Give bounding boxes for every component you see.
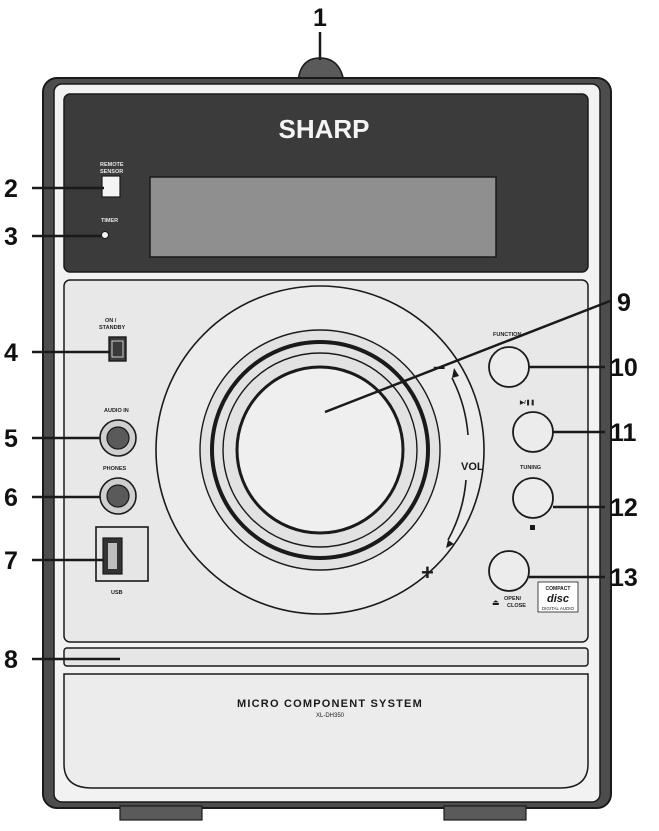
open-close-label-2: CLOSE [507, 603, 526, 609]
power-button[interactable] [108, 336, 127, 362]
volume-ring-4 [222, 352, 418, 548]
callout-2: 2 [4, 175, 18, 203]
cd-logo-text-3: DIGITAL AUDIO [542, 606, 575, 611]
remote-sensor-label-1: REMOTE [100, 162, 124, 168]
timer-indicator [101, 231, 109, 239]
usb-port-inner [108, 543, 117, 569]
vol-arrow-down [447, 479, 467, 541]
vol-plus-sign: + [421, 560, 434, 585]
open-close-button[interactable] [488, 550, 530, 592]
brand-logo: SHARP [278, 114, 369, 144]
audio-in-socket [106, 426, 130, 450]
callout-8: 8 [4, 646, 18, 674]
phones-label: PHONES [103, 466, 127, 472]
model-number-label: XL-DH350 [316, 713, 345, 719]
callout-7: 7 [4, 547, 18, 575]
callout-1: 1 [313, 4, 327, 32]
callout-10: 10 [610, 354, 638, 382]
disc-slot[interactable] [63, 647, 589, 667]
foot-right [443, 805, 527, 821]
audio-in-label: AUDIO IN [104, 408, 129, 414]
remote-sensor-window [101, 175, 121, 198]
timer-label: TIMER [101, 218, 118, 224]
tuning-button[interactable] [512, 477, 554, 519]
cd-logo-text-2: disc [547, 593, 569, 605]
play-pause-label: ▶/❚❚ [519, 399, 535, 406]
tuning-stop-mark [530, 525, 535, 530]
vol-arrow-up [451, 377, 469, 436]
compact-disc-logo: COMPACT disc DIGITAL AUDIO [537, 581, 579, 613]
bottom-panel [63, 673, 589, 789]
callout-4: 4 [4, 339, 18, 367]
on-standby-label-1: ON / [105, 318, 117, 324]
callout-12: 12 [610, 494, 638, 522]
open-close-label-1: OPEN/ [504, 596, 522, 602]
vol-arrowhead-down [446, 540, 454, 548]
volume-knob[interactable] [235, 365, 405, 535]
power-button-inner [111, 340, 124, 358]
vol-label: VOL [461, 461, 484, 473]
foot-left [119, 805, 203, 821]
model-line-label: MICRO COMPONENT SYSTEM [237, 698, 423, 710]
callout-3: 3 [4, 223, 18, 251]
play-pause-button[interactable] [512, 411, 554, 453]
callout-5: 5 [4, 425, 18, 453]
on-standby-label-2: STANDBY [99, 325, 126, 331]
cd-logo-text-1: COMPACT [546, 586, 571, 592]
lcd-display [149, 176, 497, 258]
leader-lines [32, 32, 611, 661]
function-button[interactable] [488, 346, 530, 388]
callout-11: 11 [610, 419, 637, 447]
remote-sensor-label-2: SENSOR [100, 169, 123, 175]
eject-icon: ⏏ [492, 598, 500, 607]
tuning-label: TUNING [520, 465, 541, 471]
callout-13: 13 [610, 564, 638, 592]
volume-ring-3 [210, 340, 430, 560]
vol-arrowhead-up [452, 368, 459, 378]
phones-socket [106, 484, 130, 508]
function-label: FUNCTION [493, 332, 521, 338]
callout-6: 6 [4, 484, 18, 512]
usb-label: USB [111, 590, 123, 596]
callout-9: 9 [617, 289, 631, 317]
